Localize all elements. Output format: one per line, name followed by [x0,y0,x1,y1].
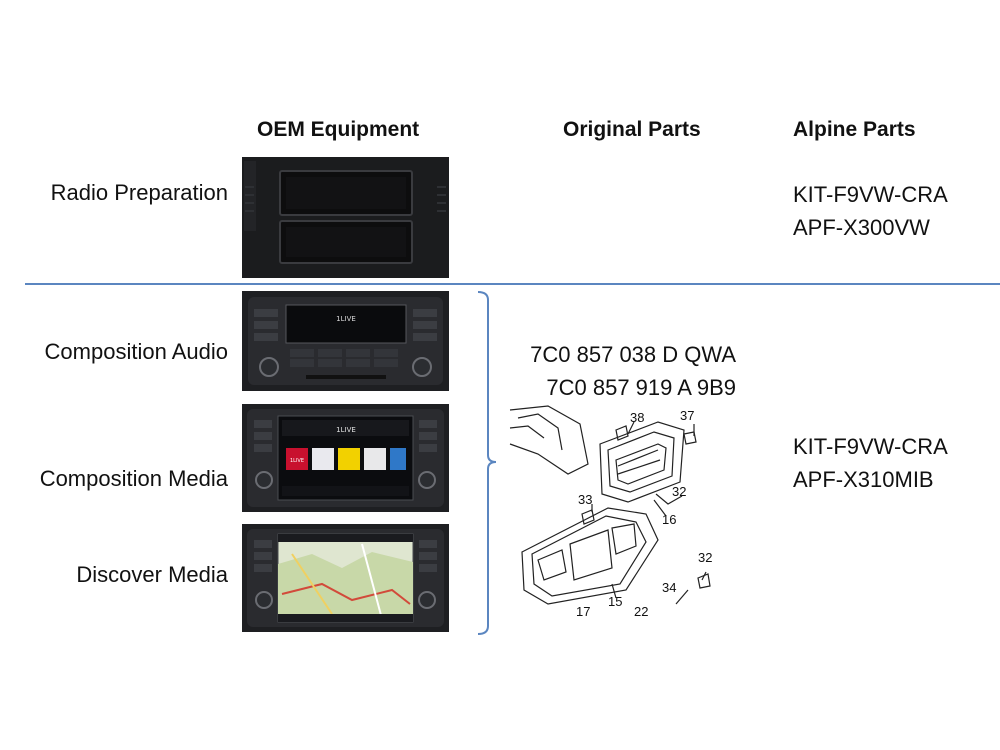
row-label-discover-media: Discover Media [76,562,228,587]
composition-media-image: 1LIVE 1LIVE [242,404,449,512]
alpine-group-part-1: KIT-F9VW-CRA [793,434,948,459]
diagram-number-37: 37 [680,408,694,423]
discover-media-image [242,524,449,632]
grouping-bracket [477,291,497,635]
header-oem-equipment: OEM Equipment [257,118,420,141]
diagram-number-15: 15 [608,594,622,609]
media-screen-title: 1LIVE [336,426,356,434]
original-part-2: 7C0 857 919 A 9B9 [546,375,736,400]
radio-preparation-image [242,157,449,278]
diagram-number-38: 38 [630,410,644,425]
row-label-composition-media: Composition Media [39,466,228,491]
alpine-group-part-2: APF-X310MIB [793,467,934,492]
parts-diagram: 38 37 33 32 16 32 34 15 17 22 [508,404,714,619]
diagram-number-33: 33 [578,492,592,507]
original-parts-list: 7C0 857 038 D QWA 7C0 857 919 A 9B9 [518,338,736,404]
header-alpine-parts: Alpine Parts [793,118,916,141]
section-divider [25,283,1000,285]
audio-screen-text: 1LIVE [336,315,356,323]
diagram-number-16: 16 [662,512,676,527]
media-screen-tile: 1LIVE [290,458,304,464]
header-original-parts: Original Parts [563,118,701,141]
alpine-parts-media-group: KIT-F9VW-CRA APF-X310MIB [793,430,948,496]
diagram-number-22: 22 [634,604,648,619]
alpine-parts-radio-preparation: KIT-F9VW-CRA APF-X300VW [793,178,948,244]
diagram-number-17: 17 [576,604,590,619]
original-part-1: 7C0 857 038 D QWA [530,342,736,367]
diagram-number-32-upper: 32 [672,484,686,499]
diagram-number-32-lower: 32 [698,550,712,565]
composition-audio-image: 1LIVE [242,291,449,391]
row-label-composition-audio: Composition Audio [44,339,228,364]
alpine-part-1: KIT-F9VW-CRA [793,182,948,207]
row-label-radio-preparation: Radio Preparation [50,180,228,205]
alpine-part-2: APF-X300VW [793,215,930,240]
diagram-number-34: 34 [662,580,676,595]
